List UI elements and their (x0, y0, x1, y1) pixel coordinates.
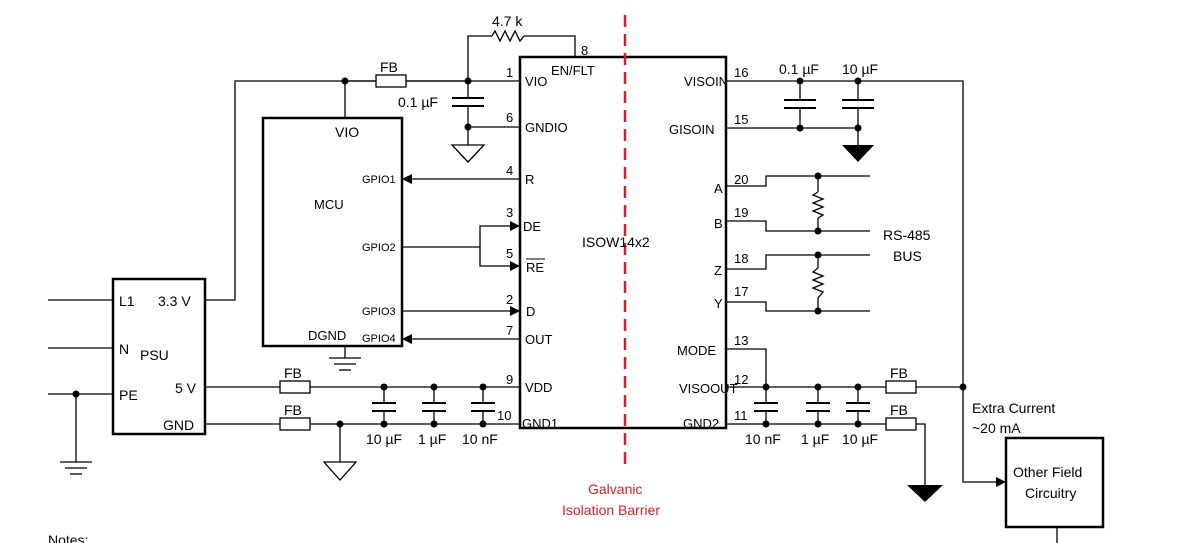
svg-text:GPIO2: GPIO2 (362, 242, 396, 254)
svg-text:8: 8 (581, 43, 588, 58)
chip-labels: ISOW14x2 1 6 4 3 5 2 7 9 10 VIO GNDIO R … (497, 43, 748, 431)
svg-text:1: 1 (506, 65, 513, 80)
svg-text:FB: FB (284, 402, 302, 418)
svg-text:10 nF: 10 nF (745, 431, 781, 447)
junction-dots (72, 77, 967, 428)
svg-text:OUT: OUT (525, 332, 553, 347)
svg-text:VDD: VDD (525, 380, 552, 395)
bus-label: RS-485 (883, 227, 931, 243)
svg-text:0.1 µF: 0.1 µF (398, 94, 438, 110)
svg-text:11: 11 (734, 408, 748, 423)
svg-text:DE: DE (523, 219, 541, 234)
svg-text:A: A (714, 181, 723, 196)
barrier-label: Galvanic (588, 481, 642, 497)
svg-text:10 µF: 10 µF (842, 431, 878, 447)
svg-text:15: 15 (734, 112, 748, 127)
psu-name: PSU (140, 347, 169, 363)
svg-text:FB: FB (890, 365, 908, 381)
svg-text:10 nF: 10 nF (462, 431, 498, 447)
svg-text:VIO: VIO (335, 124, 359, 140)
svg-text:5: 5 (506, 246, 513, 261)
component-labels: 4.7 k 0.1 µF FB FB FB FB FB 10 µF 1 µF 1… (284, 13, 908, 447)
svg-text:PE: PE (119, 387, 138, 403)
svg-text:17: 17 (734, 284, 748, 299)
mcu-block (261, 116, 404, 348)
svg-text:VISOIN: VISOIN (684, 74, 728, 89)
svg-text:Isolation Barrier: Isolation Barrier (562, 502, 660, 518)
notes-label: Notes: (48, 532, 88, 543)
svg-text:4.7 k: 4.7 k (492, 13, 523, 29)
mcu-labels: VIO MCU GPIO1 GPIO2 GPIO3 GPIO4 DGND (308, 124, 396, 345)
svg-text:10 µF: 10 µF (842, 61, 878, 77)
svg-text:2: 2 (506, 292, 513, 307)
svg-text:FB: FB (380, 59, 398, 75)
pin-vio-label: VIO (525, 74, 547, 89)
svg-text:BUS: BUS (893, 248, 922, 264)
svg-text:16: 16 (734, 65, 748, 80)
svg-text:GND: GND (163, 417, 194, 433)
ferrite-beads (279, 74, 917, 431)
svg-text:GND2: GND2 (683, 416, 719, 431)
capacitors (372, 97, 874, 412)
mcu-name: MCU (314, 197, 344, 212)
svg-text:1 µF: 1 µF (418, 431, 446, 447)
svg-text:5 V: 5 V (175, 380, 197, 396)
signal-arrows (402, 174, 1006, 487)
chip-name: ISOW14x2 (582, 234, 650, 250)
psu-labels: L1 N PE 3.3 V 5 V GND PSU (119, 293, 197, 433)
svg-text:GND1: GND1 (522, 416, 558, 431)
svg-text:18: 18 (734, 251, 748, 266)
svg-text:6: 6 (506, 110, 513, 125)
psu-block (111, 277, 207, 436)
svg-text:~20 mA: ~20 mA (972, 420, 1021, 436)
svg-text:10: 10 (497, 408, 511, 423)
isolator-chip (518, 55, 728, 430)
svg-text:MODE: MODE (677, 343, 716, 358)
resistors (491, 29, 825, 299)
svg-text:3: 3 (506, 205, 513, 220)
svg-text:GPIO1: GPIO1 (362, 174, 396, 186)
svg-text:D: D (526, 304, 535, 319)
svg-text:DGND: DGND (308, 328, 346, 343)
svg-text:Y: Y (714, 296, 723, 311)
svg-text:GPIO3: GPIO3 (362, 306, 396, 318)
svg-text:7: 7 (506, 323, 513, 338)
svg-text:1 µF: 1 µF (801, 431, 829, 447)
svg-text:L1: L1 (119, 293, 135, 309)
svg-text:R: R (525, 172, 534, 187)
svg-text:19: 19 (734, 205, 748, 220)
pin-re-label: RE (526, 260, 544, 275)
extra-current-label: Extra Current (972, 400, 1055, 416)
svg-text:10 µF: 10 µF (366, 431, 402, 447)
svg-text:20: 20 (734, 172, 748, 187)
svg-text:9: 9 (506, 372, 513, 387)
svg-text:GPIO4: GPIO4 (362, 333, 396, 345)
svg-text:Circuitry: Circuitry (1025, 485, 1076, 501)
svg-text:EN/FLT: EN/FLT (551, 63, 595, 78)
svg-text:3.3 V: 3.3 V (158, 293, 191, 309)
svg-text:N: N (119, 341, 129, 357)
svg-text:GNDIO: GNDIO (525, 120, 568, 135)
svg-text:12: 12 (734, 372, 748, 387)
svg-text:13: 13 (734, 333, 748, 348)
svg-text:4: 4 (506, 163, 513, 178)
svg-text:0.1 µF: 0.1 µF (779, 61, 819, 77)
svg-text:GISOIN: GISOIN (669, 122, 715, 137)
ground-symbols (60, 144, 943, 502)
other-field-label: Other Field (1013, 464, 1082, 480)
svg-text:FB: FB (284, 365, 302, 381)
misc-labels: RS-485 BUS Extra Current ~20 mA Other Fi… (48, 227, 1082, 543)
svg-text:Z: Z (714, 263, 722, 278)
other-field-block (1004, 436, 1105, 529)
svg-text:VISOOUT: VISOOUT (679, 381, 738, 396)
svg-text:FB: FB (890, 402, 908, 418)
svg-text:B: B (714, 216, 723, 231)
